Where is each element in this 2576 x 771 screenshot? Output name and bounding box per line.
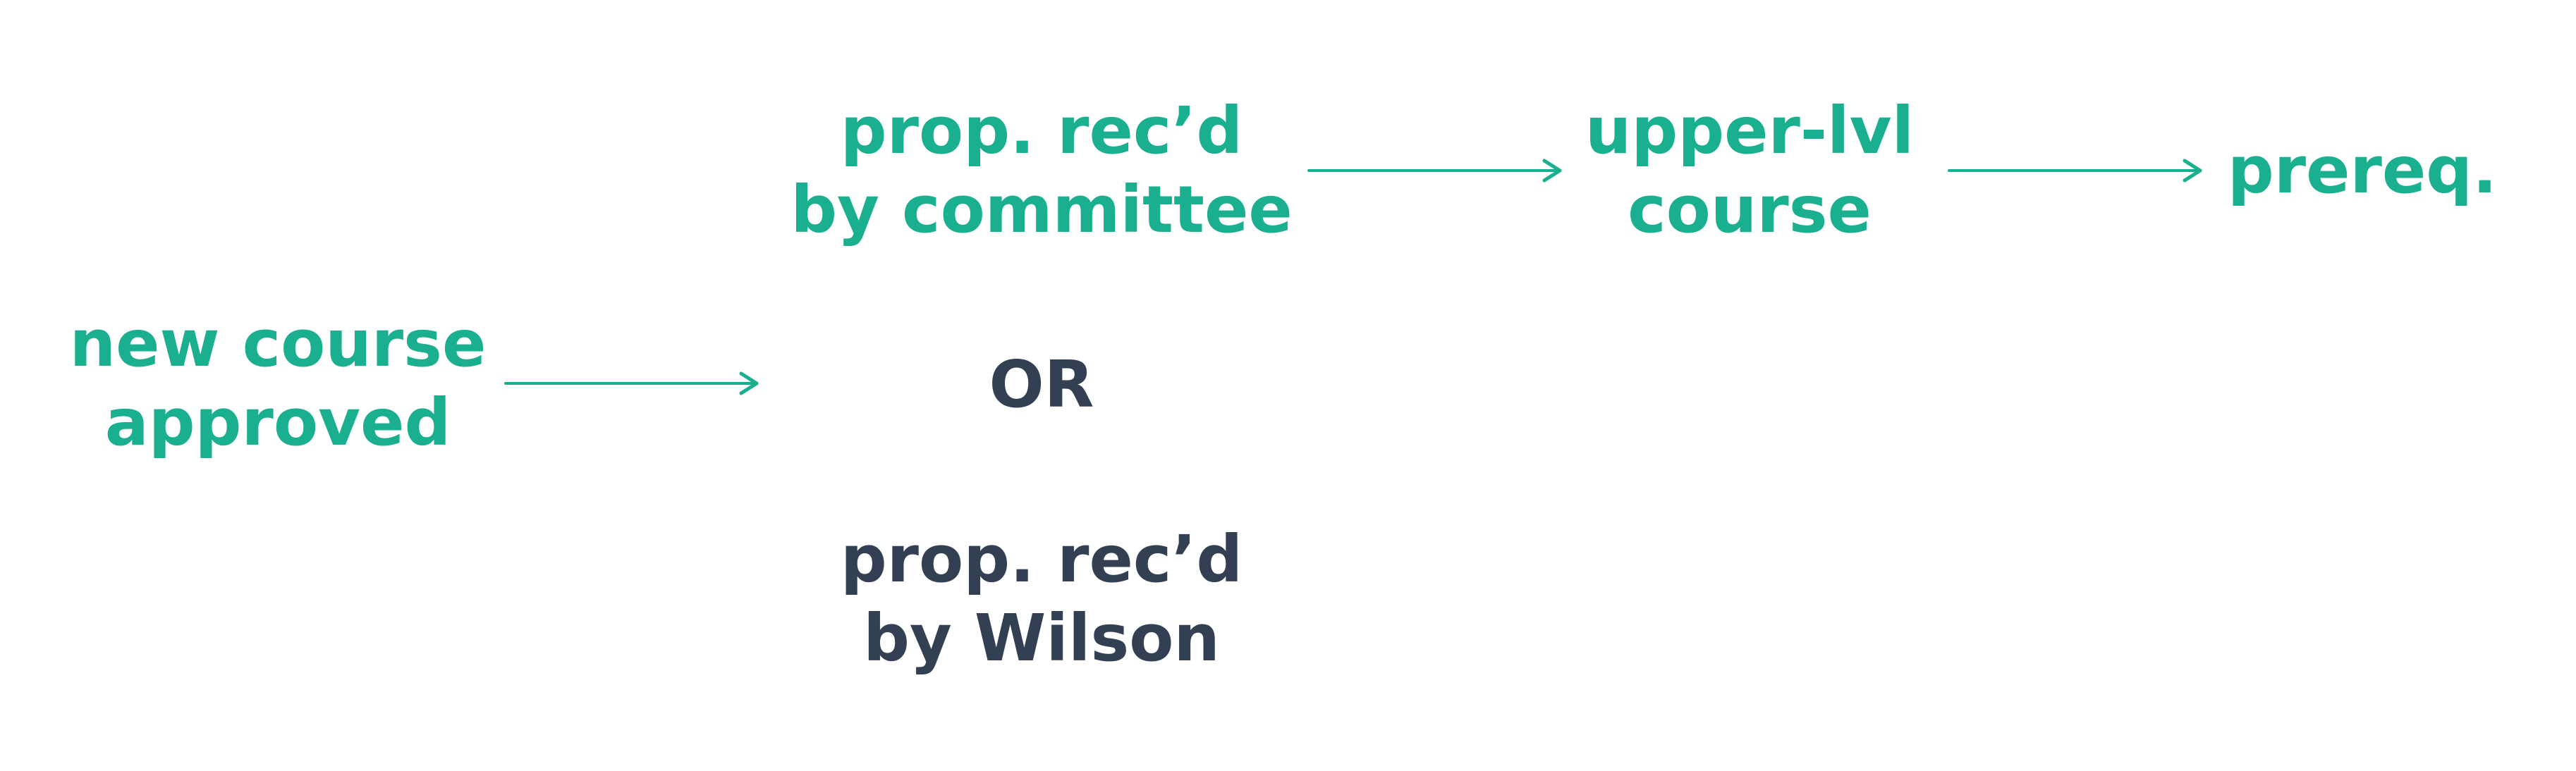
node-label-line: approved xyxy=(104,385,451,460)
arrow-committee-to-upper-lvl xyxy=(1307,159,1562,183)
node-label-line: upper-lvl xyxy=(1585,93,1915,168)
node-label-line: course xyxy=(1628,172,1872,247)
node-prop-recd-by-wilson: prop. rec’d by Wilson xyxy=(841,520,1243,678)
arrow-upper-lvl-to-prereq xyxy=(1948,159,2202,183)
or-label-text: OR xyxy=(989,347,1094,422)
node-label-line: by Wilson xyxy=(863,600,1220,676)
node-prop-recd-by-committee: prop. rec’d by committee xyxy=(790,92,1293,249)
node-label-line: new course xyxy=(69,306,487,381)
node-upper-lvl-course: upper-lvl course xyxy=(1585,92,1914,249)
node-label-line: prereq. xyxy=(2227,132,2498,208)
or-label: OR xyxy=(989,345,1094,424)
node-label-line: by committee xyxy=(790,172,1293,247)
node-label-line: prop. rec’d xyxy=(840,93,1243,168)
node-new-course-approved: new course approved xyxy=(70,304,487,462)
arrow-new-course-to-committee xyxy=(504,371,759,395)
node-prereq: prereq. xyxy=(2228,131,2497,210)
node-label-line: prop. rec’d xyxy=(840,522,1243,597)
